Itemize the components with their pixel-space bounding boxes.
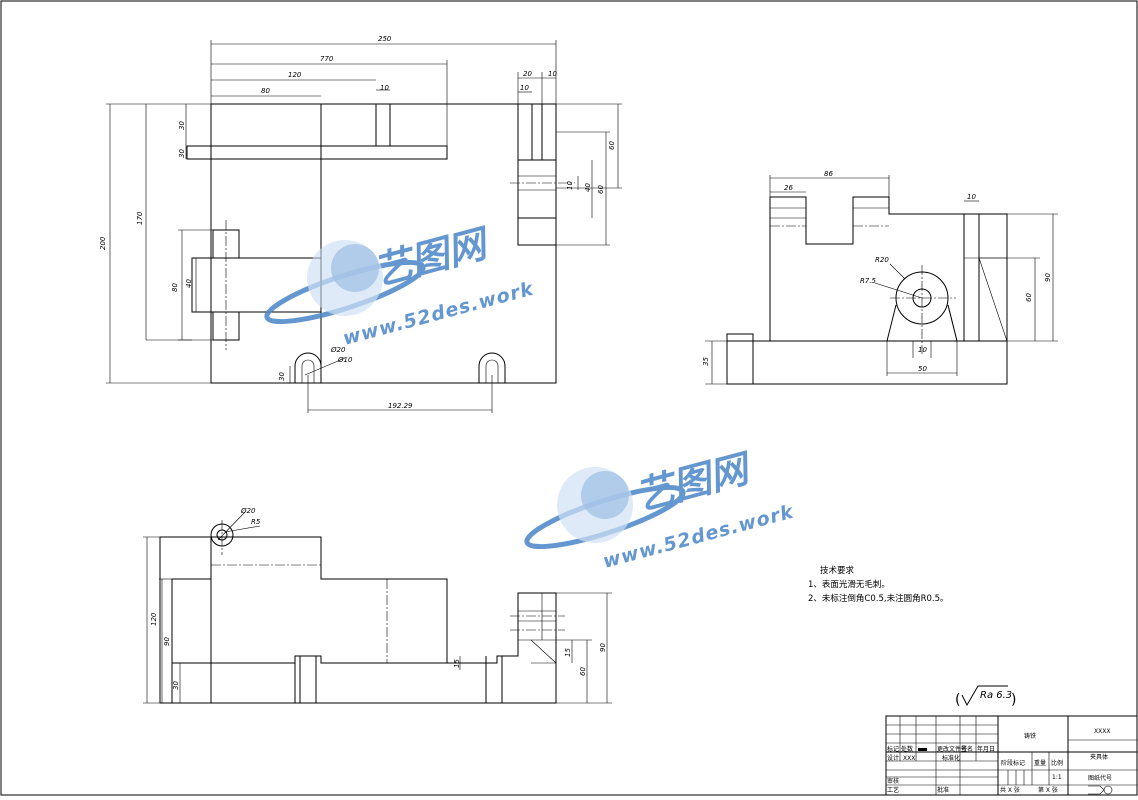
front_view-dimension-label: 120 [150, 612, 158, 626]
top_view-dimension-label: 10 [380, 84, 389, 92]
top-view [106, 40, 622, 413]
top_view-dimension-label: 20 [523, 70, 532, 78]
top_view-dimension-label: 80 [261, 87, 270, 95]
side_view-dimension-label: 90 [1044, 273, 1052, 282]
label-date: 年月日 [977, 745, 995, 753]
top_view-dimension-label: 200 [99, 236, 107, 250]
svg-text:): ) [1011, 692, 1016, 708]
front_view-dimension-label: 30 [172, 681, 180, 690]
part-name: 夹具体 [1090, 753, 1108, 761]
label-count: 处数 [901, 745, 913, 753]
tech-item: 1、表面光滑无毛刺。 [808, 579, 890, 590]
roughness-symbol: ( Ra 6.3 ) [955, 685, 1016, 708]
scale-value: 1:1 [1052, 774, 1062, 781]
side_view-dimension-label: 35 [702, 357, 710, 366]
label-change-doc: 更改文件号 [937, 745, 967, 753]
label-scale: 比例 [1051, 759, 1063, 767]
front_view-dimension-label: Ø20 [240, 507, 256, 515]
top_view-dimension-label: Ø10 [337, 356, 353, 364]
watermark-brand-cn: 艺图网 [631, 445, 757, 518]
front_view-dimension-label: R5 [251, 518, 261, 526]
label-design: 设计 [887, 754, 899, 762]
front_view-dimension-label: 15 [453, 659, 461, 668]
top_view-dimension-label: 40 [584, 183, 592, 192]
top_view-dimension-label: Ø20 [330, 346, 346, 354]
front_view-dimension-label: 90 [599, 643, 607, 652]
side_view-dimension-label: 86 [824, 170, 833, 178]
material: 铸铁 [1024, 732, 1036, 740]
front_view-dimension-label: 90 [163, 637, 171, 646]
label-mark: 标记 [887, 745, 899, 753]
label-total-sheets: 共 X 张 [1000, 786, 1020, 794]
title-block: 铸铁 XXXX 夹具体 图纸代号 标记 处数 更改文件号 签名 年月日 设计 X… [885, 715, 1138, 796]
label-standard: 标准化 [942, 754, 960, 762]
top_view-dimension-label: 30 [178, 149, 186, 158]
label-weight: 重量 [1034, 759, 1046, 767]
top_view-dimension-label: 770 [320, 55, 334, 63]
drawing-number: 图纸代号 [1088, 774, 1112, 782]
top_view-dimension-label: 60 [597, 185, 605, 194]
side-view [705, 175, 1058, 385]
label-process: 工艺 [887, 786, 899, 794]
tech-item: 2、未标注倒角C0.5,未注圆角R0.5。 [808, 593, 949, 604]
side_view-dimension-label: 60 [1025, 293, 1033, 302]
top_view-dimension-label: 120 [288, 71, 302, 79]
front_view-dimension-label: 15 [564, 648, 572, 657]
drawing-code: XXXX [1094, 728, 1110, 735]
top_view-dimension-label: 80 [171, 283, 179, 292]
top_view-dimension-label: 10 [566, 181, 574, 190]
top_view-dimension-label: 30 [278, 372, 286, 381]
top_view-dimension-label: 30 [178, 121, 186, 130]
front_view-dimension-label: 60 [579, 667, 587, 676]
side_view-dimension-label: 26 [784, 184, 793, 192]
top_view-dimension-label: 10 [548, 70, 557, 78]
top-bar [186, 145, 448, 160]
tech-requirements: 技术要求 1、表面光滑无毛刺。 2、未标注倒角C0.5,未注圆角R0.5。 [808, 565, 949, 604]
top_view-dimension-label: 40 [185, 279, 193, 288]
top_view-dimension-label: 10 [520, 84, 529, 92]
top_view-dimension-label: 170 [136, 211, 144, 225]
watermark-top: 艺图网 www.52des.work [264, 220, 537, 350]
designer-name: XXX [903, 755, 915, 762]
watermark-center: 艺图网 www.52des.work [524, 445, 797, 573]
side_view-dimension-label: R7.5 [860, 277, 877, 285]
label-audit: 审核 [887, 777, 899, 785]
top_view-dimension-label: 250 [378, 35, 392, 43]
side_view-dimension-label: 10 [918, 346, 927, 354]
label-approve: 批准 [937, 786, 949, 794]
label-sign: 签名 [961, 745, 973, 753]
front-view [143, 511, 612, 704]
side_view-dimension-label: 50 [918, 365, 927, 373]
side_view-dimension-label: R20 [875, 256, 889, 264]
top_view-dimension-label: 60 [608, 141, 616, 150]
watermark-brand-cn: 艺图网 [369, 220, 495, 293]
label-sheet-no: 第 X 张 [1038, 786, 1058, 794]
tech-title: 技术要求 [820, 565, 855, 576]
top_view-dimension-label: 192.29 [388, 402, 413, 410]
side_view-dimension-label: 10 [967, 193, 976, 201]
roughness-value: Ra 6.3 [980, 690, 1012, 701]
svg-text:(: ( [955, 692, 960, 708]
label-stage-mark: 阶段标记 [1001, 759, 1025, 767]
